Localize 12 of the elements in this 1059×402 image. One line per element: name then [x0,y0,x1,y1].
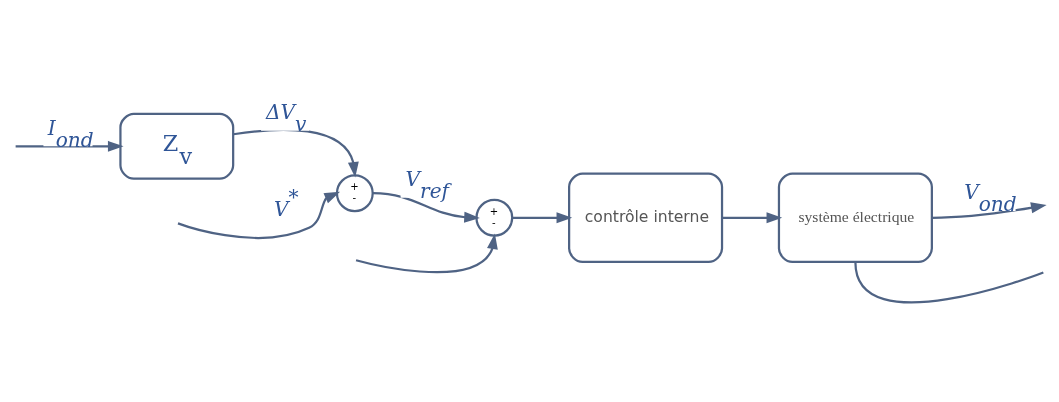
node-box: système électrique [777,172,933,263]
arrow [512,212,573,224]
arrow [15,140,124,152]
arrow [177,191,341,239]
arrow [355,233,498,274]
node-circle: + - [335,174,374,213]
arrow [722,212,783,224]
node-circle: + - [475,198,514,237]
node-box: contrôle interne [568,172,724,263]
arrow [931,202,1047,219]
arrow [372,192,480,223]
connector [854,262,1044,304]
